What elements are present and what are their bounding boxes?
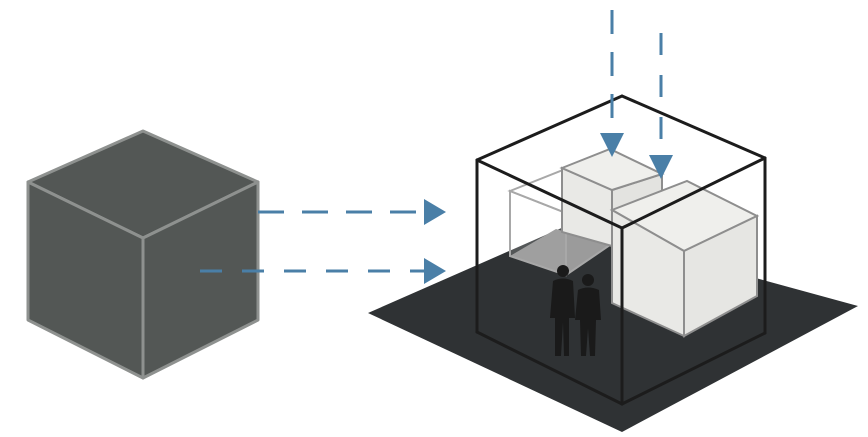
arrow-head-icon [424,258,446,284]
horizontal-arrows [200,199,446,284]
vertical-arrows [600,10,673,179]
people-silhouette-icon [550,265,601,356]
frame-front-edges [475,156,767,406]
large-box-right-face [683,214,758,338]
frame-back-edges [475,94,767,162]
arrow-head-icon [600,133,624,157]
solid-cube-right-face [141,180,260,380]
arrow-head-icon [649,155,673,179]
solid-cube [26,129,260,380]
large-front-box [609,179,760,338]
person-left [550,265,575,356]
arrow-head-icon [424,199,446,225]
person-right [575,274,601,356]
